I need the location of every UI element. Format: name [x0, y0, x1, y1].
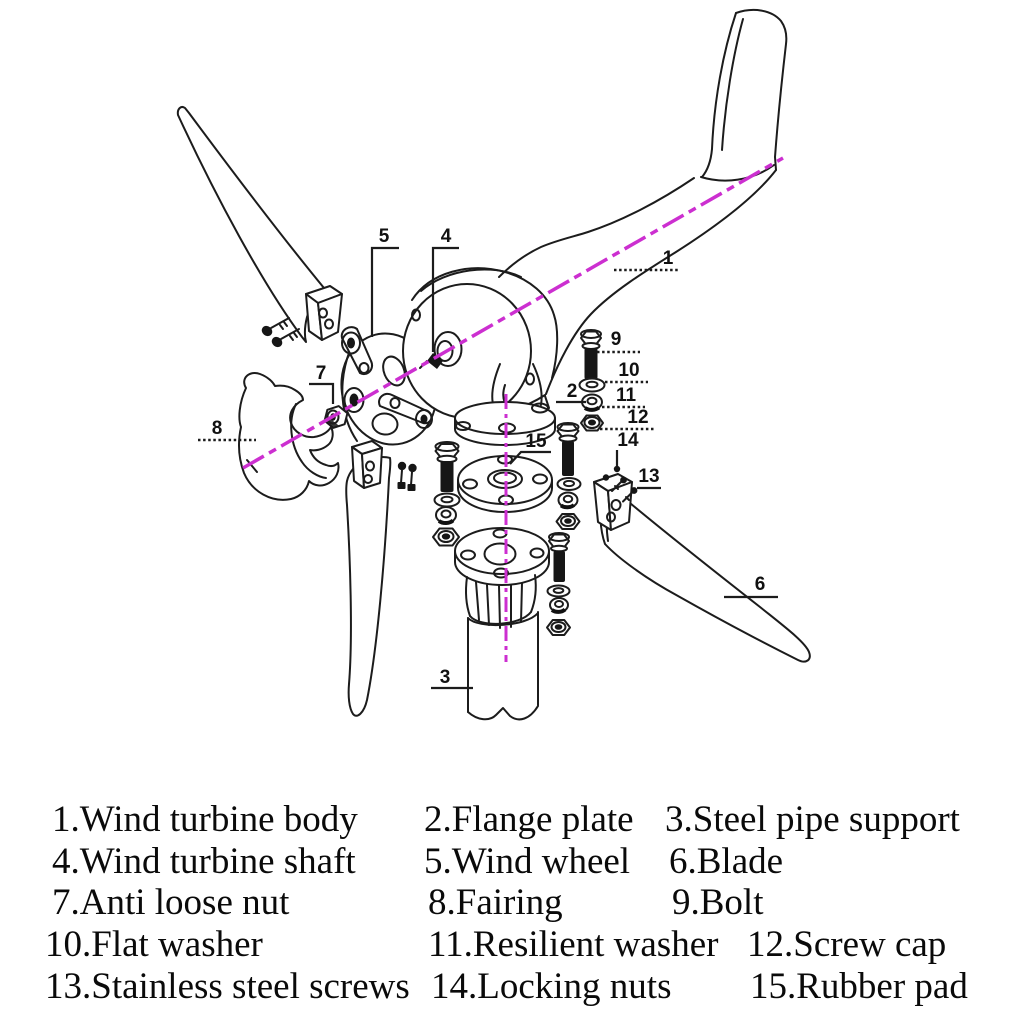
legend-row: 13.Stainless steel screws 14.Locking nut… [0, 965, 1024, 1007]
legend-item: 15.Rubber pad [750, 966, 968, 1007]
legend-row: 4.Wind turbine shaft 5.Wind wheel 6.Blad… [0, 840, 1024, 882]
legend-item: 8.Fairing [428, 882, 563, 923]
legend-row: 7.Anti loose nut 8.Fairing 9.Bolt [0, 881, 1024, 923]
legend-item: 12.Screw cap [747, 924, 947, 965]
locking-nuts-drawing [602, 465, 621, 481]
stainless-screws-upper-pair [261, 317, 300, 348]
part-number-label: 6 [755, 574, 766, 595]
legend-item: 5.Wind wheel [424, 841, 631, 882]
part-number-label: 7 [316, 363, 327, 384]
blade-upper-left-drawing [176, 105, 343, 348]
legend-item: 6.Blade [669, 841, 784, 882]
blade-right-drawing [593, 473, 811, 663]
part-number-label: 1 [663, 248, 674, 269]
bolt-stack-lower [546, 532, 571, 636]
part-number-label: 14 [617, 430, 639, 451]
legend-item: 10.Flat washer [45, 924, 263, 965]
stainless-screws-lower-pair [397, 461, 417, 491]
legend-row: 10.Flat washer 11.Resilient washer 12.Sc… [0, 923, 1024, 965]
blade-clamp-bracket [305, 285, 343, 341]
part-number-label: 4 [441, 226, 452, 247]
legend-item: 9.Bolt [672, 882, 764, 923]
bolt-stack-left [432, 441, 461, 547]
fairing-drawing [238, 372, 340, 501]
legend-item: 11.Resilient washer [428, 924, 719, 965]
part-number-label: 3 [440, 667, 451, 688]
blade-bottom-drawing [345, 440, 417, 717]
axis-line-horizontal [242, 156, 784, 470]
part-number-label: 11 [616, 385, 637, 406]
generator-and-shaft-drawing [402, 267, 559, 419]
legend-item: 13.Stainless steel screws [45, 966, 410, 1007]
legend-item: 3.Steel pipe support [665, 799, 960, 840]
part-number-label: 13 [638, 466, 659, 487]
part-number-label: 2 [567, 381, 578, 402]
legend-item: 2.Flange plate [424, 799, 634, 840]
legend-item: 1.Wind turbine body [52, 799, 358, 840]
turbine-body-drawing [486, 8, 788, 414]
legend-item: 4.Wind turbine shaft [52, 841, 356, 882]
part-number-label: 15 [525, 431, 547, 452]
blade-clamp-bracket [593, 473, 633, 531]
legend-item: 14.Locking nuts [431, 966, 672, 1007]
parts-legend: 1.Wind turbine body 2.Flange plate 3.Ste… [0, 786, 1024, 1024]
part-number-label: 12 [627, 407, 648, 428]
exploded-diagram-canvas: 1 2 3 4 5 6 7 8 9 10 11 12 13 14 15 [176, 8, 811, 721]
legend-item: 7.Anti loose nut [52, 882, 290, 923]
legend-row: 1.Wind turbine body 2.Flange plate 3.Ste… [0, 798, 1024, 840]
blade-clamp-bracket [351, 440, 383, 489]
steel-pipe-support-drawing [454, 527, 550, 721]
part-labels: 1 2 3 4 5 6 7 8 9 10 11 12 13 14 15 [198, 226, 778, 690]
part-number-label: 9 [611, 329, 622, 350]
part-number-label: 10 [618, 360, 639, 381]
bolt-washer-cap-set-right-top [578, 329, 606, 432]
part-number-label: 5 [379, 226, 390, 247]
part-number-label: 8 [212, 418, 223, 439]
bolt-stack-right [555, 422, 582, 530]
stainless-screws-13-drawing [611, 476, 638, 503]
